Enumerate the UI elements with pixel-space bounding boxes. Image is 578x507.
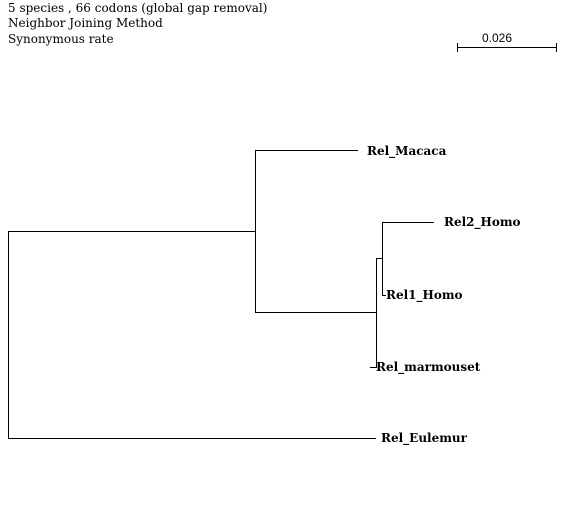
taxon-label-eulemur: Rel_Eulemur — [381, 431, 468, 446]
header-species-codons: 5 species , 66 codons (global gap remova… — [8, 1, 268, 15]
taxon-label-marmouset: Rel_marmouset — [376, 360, 481, 375]
taxon-label-rel1-homo: Rel1_Homo — [386, 288, 463, 303]
header-method: Neighbor Joining Method — [8, 16, 163, 30]
taxon-label-macaca: Rel_Macaca — [367, 144, 447, 159]
scale-bar — [457, 43, 557, 52]
tree-branches — [8, 150, 434, 439]
taxon-labels: Rel_Macaca Rel2_Homo Rel1_Homo Rel_marmo… — [367, 144, 521, 446]
header-rate-type: Synonymous rate — [8, 32, 114, 46]
taxon-label-rel2-homo: Rel2_Homo — [444, 215, 521, 230]
scale-bar-label: 0.026 — [482, 31, 513, 45]
